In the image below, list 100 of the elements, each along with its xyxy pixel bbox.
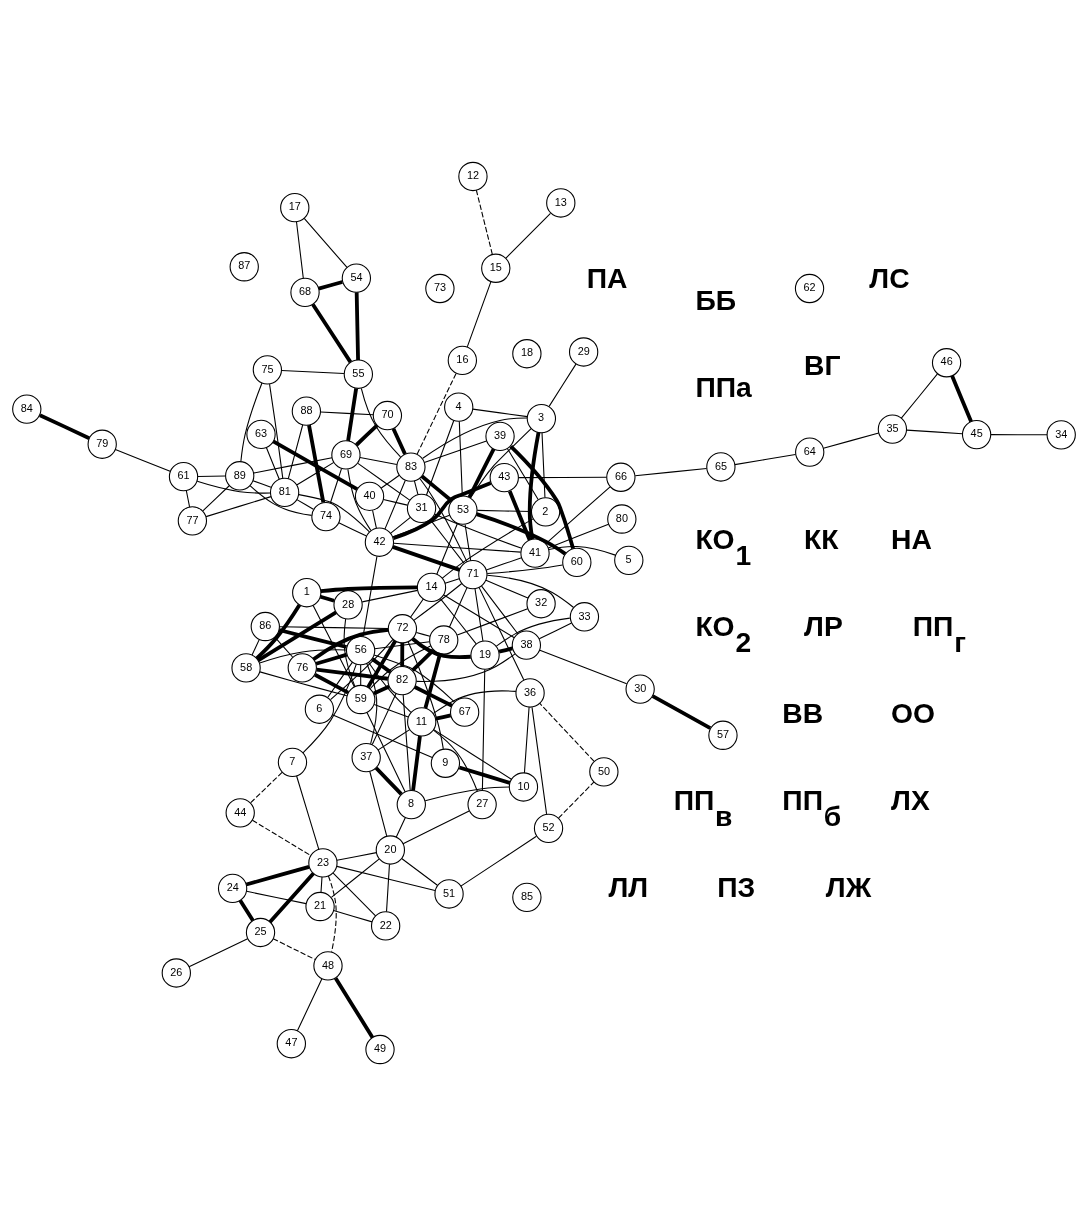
- node-circle: 48: [313, 951, 343, 981]
- node-circle: 32: [526, 589, 556, 619]
- connector: [253, 457, 333, 474]
- connector: [249, 485, 313, 516]
- connector: [423, 440, 488, 464]
- connector: [281, 369, 345, 375]
- connector: [330, 858, 380, 898]
- node-circle: 66: [606, 462, 636, 492]
- connector: [255, 604, 302, 660]
- node-circle: 25: [245, 917, 276, 948]
- connector: [506, 447, 539, 500]
- connector: [548, 363, 577, 407]
- connector: [302, 663, 357, 754]
- node-circle: 24: [217, 873, 248, 904]
- connector: [252, 480, 272, 488]
- node-circle: 74: [311, 501, 341, 532]
- node-circle: 2: [530, 497, 561, 527]
- connector: [531, 706, 548, 815]
- node-circle: 15: [481, 253, 511, 283]
- connector: [906, 429, 963, 435]
- connector: [272, 439, 359, 491]
- node-circle: 33: [569, 602, 600, 632]
- node-circle: 41: [520, 538, 550, 568]
- node-circle: 54: [341, 263, 372, 293]
- node-circle: 44: [225, 798, 255, 828]
- connector: [357, 462, 411, 501]
- node-circle: 4: [444, 392, 474, 422]
- node-circle: 86: [250, 611, 280, 642]
- node-circle: 55: [343, 359, 374, 389]
- label: ВГ: [804, 349, 841, 382]
- connector: [372, 509, 377, 529]
- connector: [316, 667, 389, 681]
- connector: [374, 641, 431, 650]
- connector: [433, 729, 512, 780]
- connector: [495, 617, 571, 647]
- connector: [269, 383, 284, 479]
- connector: [334, 977, 375, 1039]
- connector: [319, 594, 335, 603]
- node-circle: 73: [425, 273, 455, 304]
- node-circle: 5: [614, 545, 644, 575]
- connector: [360, 664, 362, 686]
- node-circle: 64: [795, 437, 825, 467]
- connector: [298, 494, 370, 533]
- connector: [259, 671, 348, 697]
- connector: [413, 685, 453, 708]
- node-circle: 57: [708, 720, 738, 750]
- connector: [278, 628, 347, 649]
- label: КК: [804, 523, 839, 556]
- node-circle: 30: [625, 674, 655, 704]
- connector: [391, 427, 407, 455]
- node-circle: 19: [470, 640, 500, 670]
- connector: [303, 217, 348, 268]
- connector: [385, 863, 390, 913]
- connector: [311, 303, 353, 364]
- node-circle: 8: [396, 789, 426, 820]
- node-circle: 37: [351, 743, 381, 773]
- connector: [527, 432, 541, 540]
- connector: [401, 857, 438, 886]
- node-circle: 11: [407, 707, 437, 737]
- connector: [478, 586, 525, 681]
- node-circle: 51: [434, 879, 464, 909]
- connector: [400, 642, 405, 667]
- connector: [354, 292, 360, 361]
- connector: [343, 618, 356, 688]
- connector: [505, 212, 552, 259]
- connector: [485, 557, 523, 571]
- node-circle: 10: [508, 772, 539, 802]
- node-circle: 3: [526, 403, 557, 434]
- node-circle: 49: [365, 1034, 395, 1065]
- connector: [346, 388, 359, 442]
- connector: [410, 598, 424, 618]
- connector: [432, 690, 517, 714]
- node-circle: 89: [225, 461, 255, 491]
- node-circle: 53: [448, 495, 478, 525]
- label: ППа: [695, 371, 752, 404]
- connector: [240, 382, 263, 463]
- node-circle: 34: [1046, 420, 1076, 450]
- label: ПА: [586, 262, 628, 295]
- node-circle: 77: [177, 506, 208, 536]
- node-circle: 40: [354, 481, 385, 511]
- connector: [366, 711, 406, 793]
- label: ЛХ: [891, 784, 930, 817]
- connector: [327, 661, 353, 698]
- connector: [274, 636, 294, 658]
- connector: [467, 448, 496, 499]
- connector: [392, 481, 492, 540]
- connector: [474, 588, 484, 642]
- connector: [423, 653, 442, 709]
- node-circle: 20: [375, 835, 406, 865]
- node-circle: 9: [430, 748, 461, 778]
- connector: [434, 513, 523, 549]
- connector: [413, 480, 419, 495]
- connector: [374, 766, 403, 796]
- node-circle: 42: [364, 527, 395, 557]
- connector: [368, 662, 412, 713]
- node-circle: 71: [458, 559, 488, 590]
- connector: [407, 641, 444, 750]
- node-circle: 65: [706, 452, 736, 482]
- connector: [39, 413, 90, 440]
- node-circle: 7: [277, 747, 308, 777]
